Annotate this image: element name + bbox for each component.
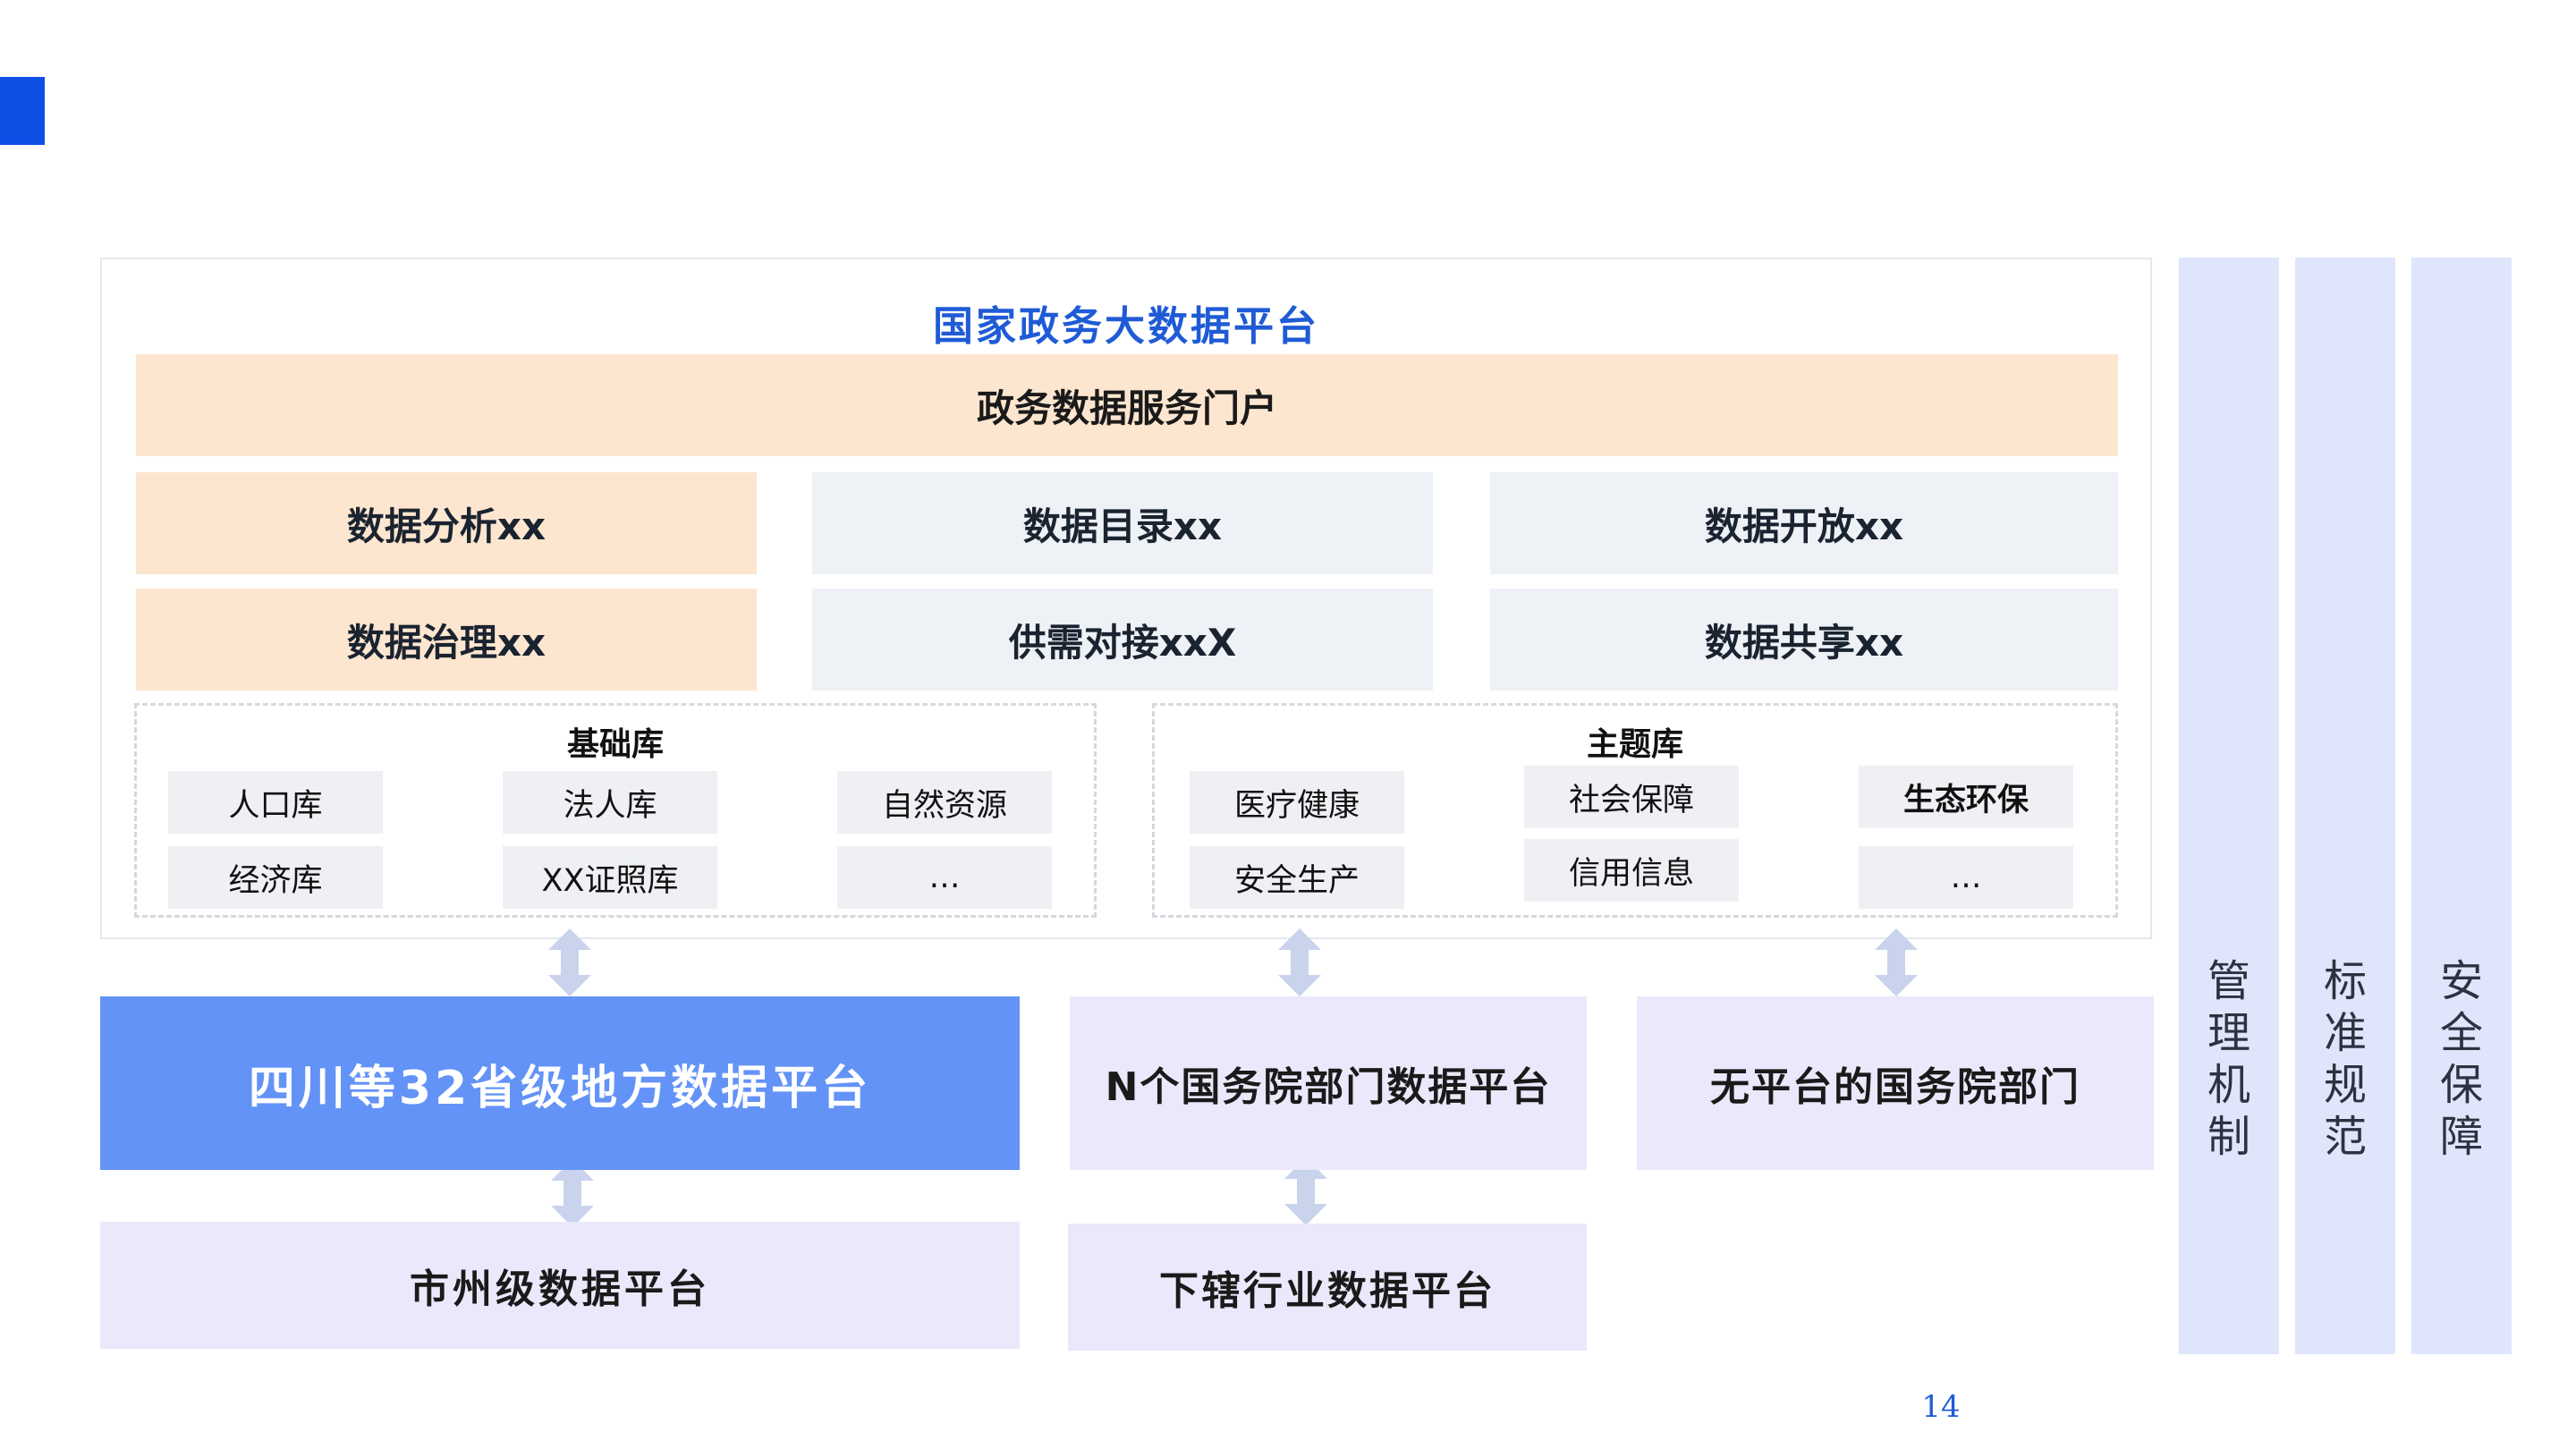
double-arrow-vertical-icon: [1278, 928, 1321, 996]
theme-lib-ecology: 生态环保: [1859, 766, 2073, 828]
double-arrow-vertical-icon: [548, 928, 591, 996]
base-lib-economy: 经济库: [168, 846, 383, 909]
base-lib-legal-entity: 法人库: [503, 771, 717, 834]
side-pillar-management: 管理机制: [2179, 258, 2279, 1354]
platform-title: 国家政务大数据平台: [932, 301, 1319, 350]
base-library-title: 基础库: [566, 726, 664, 763]
industry-platform-box: 下辖行业数据平台: [1068, 1224, 1587, 1351]
base-lib-population: 人口库: [168, 771, 383, 834]
base-library-group: [134, 703, 1097, 918]
base-lib-more: …: [837, 846, 1052, 909]
department-platform-box: N个国务院部门数据平台: [1070, 996, 1587, 1170]
service-data-open: 数据开放xx: [1490, 472, 2118, 574]
base-lib-natural-resources: 自然资源: [837, 771, 1052, 834]
theme-lib-production-safety: 安全生产: [1190, 846, 1404, 909]
service-supply-demand-matching: 供需对接xxX: [812, 589, 1433, 691]
service-portal: 政务数据服务门户: [136, 354, 2118, 456]
theme-lib-social-security: 社会保障: [1524, 766, 1739, 828]
side-pillar-standards: 标准规范: [2295, 258, 2395, 1354]
theme-lib-healthcare: 医疗健康: [1190, 771, 1404, 834]
service-data-catalog: 数据目录xx: [812, 472, 1433, 574]
theme-library-title: 主题库: [1586, 726, 1683, 763]
provincial-platform-box: 四川等32省级地方数据平台: [100, 996, 1020, 1170]
double-arrow-vertical-icon: [1875, 928, 1918, 996]
service-data-governance: 数据治理xx: [136, 589, 757, 691]
city-platform-box: 市州级数据平台: [100, 1222, 1020, 1349]
double-arrow-vertical-icon: [551, 1159, 594, 1227]
accent-tab: [0, 77, 45, 145]
no-platform-department-box: 无平台的国务院部门: [1637, 996, 2154, 1170]
service-data-sharing: 数据共享xx: [1490, 589, 2118, 691]
base-lib-certificates: XX证照库: [503, 846, 717, 909]
double-arrow-vertical-icon: [1284, 1157, 1327, 1225]
theme-lib-more: …: [1859, 846, 2073, 909]
side-pillar-security: 安全保障: [2411, 258, 2512, 1354]
theme-lib-credit: 信用信息: [1524, 839, 1739, 902]
service-data-analysis: 数据分析xx: [136, 472, 757, 574]
theme-library-group: [1152, 703, 2118, 918]
page-number: 14: [1921, 1389, 1961, 1425]
